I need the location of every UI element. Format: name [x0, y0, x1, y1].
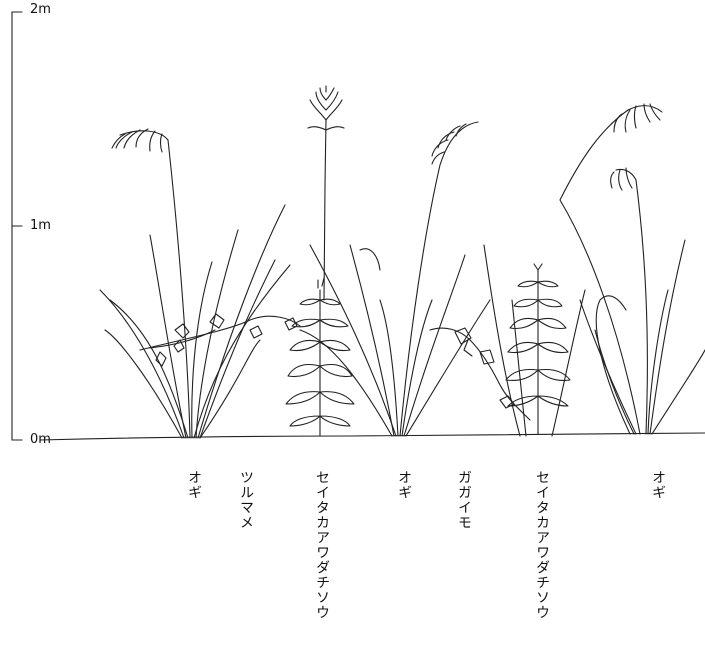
- ground-line: [39, 432, 705, 441]
- label-ogi-3: オギ: [650, 470, 666, 500]
- label-tsurumame: ツルマメ: [238, 470, 254, 530]
- label-ogi-1: オギ: [186, 470, 202, 500]
- scale-label-0m: 0m: [30, 432, 51, 447]
- scale-label-1m: 1m: [30, 218, 51, 233]
- label-seitakaawadachisou-2: セイタカアワダチソウ: [534, 470, 550, 620]
- seitakaawadachisou-plant-1: [285, 277, 355, 437]
- seitakaawadachisou-plant-2: [483, 244, 586, 437]
- ogi-plant-2: [299, 85, 491, 437]
- label-seitakaawadachisou-1: セイタカアワダチソウ: [314, 470, 330, 620]
- ogi-plant-1: [99, 128, 291, 439]
- gagaimo-vine: [429, 327, 531, 421]
- label-gagaimo: ガガイモ: [456, 470, 472, 530]
- label-ogi-2: オギ: [396, 470, 412, 500]
- ogi-plant-3: [559, 103, 705, 435]
- tsurumame-vine: [139, 313, 301, 367]
- scale-label-2m: 2m: [30, 2, 51, 17]
- height-scale-bar: [11, 11, 23, 441]
